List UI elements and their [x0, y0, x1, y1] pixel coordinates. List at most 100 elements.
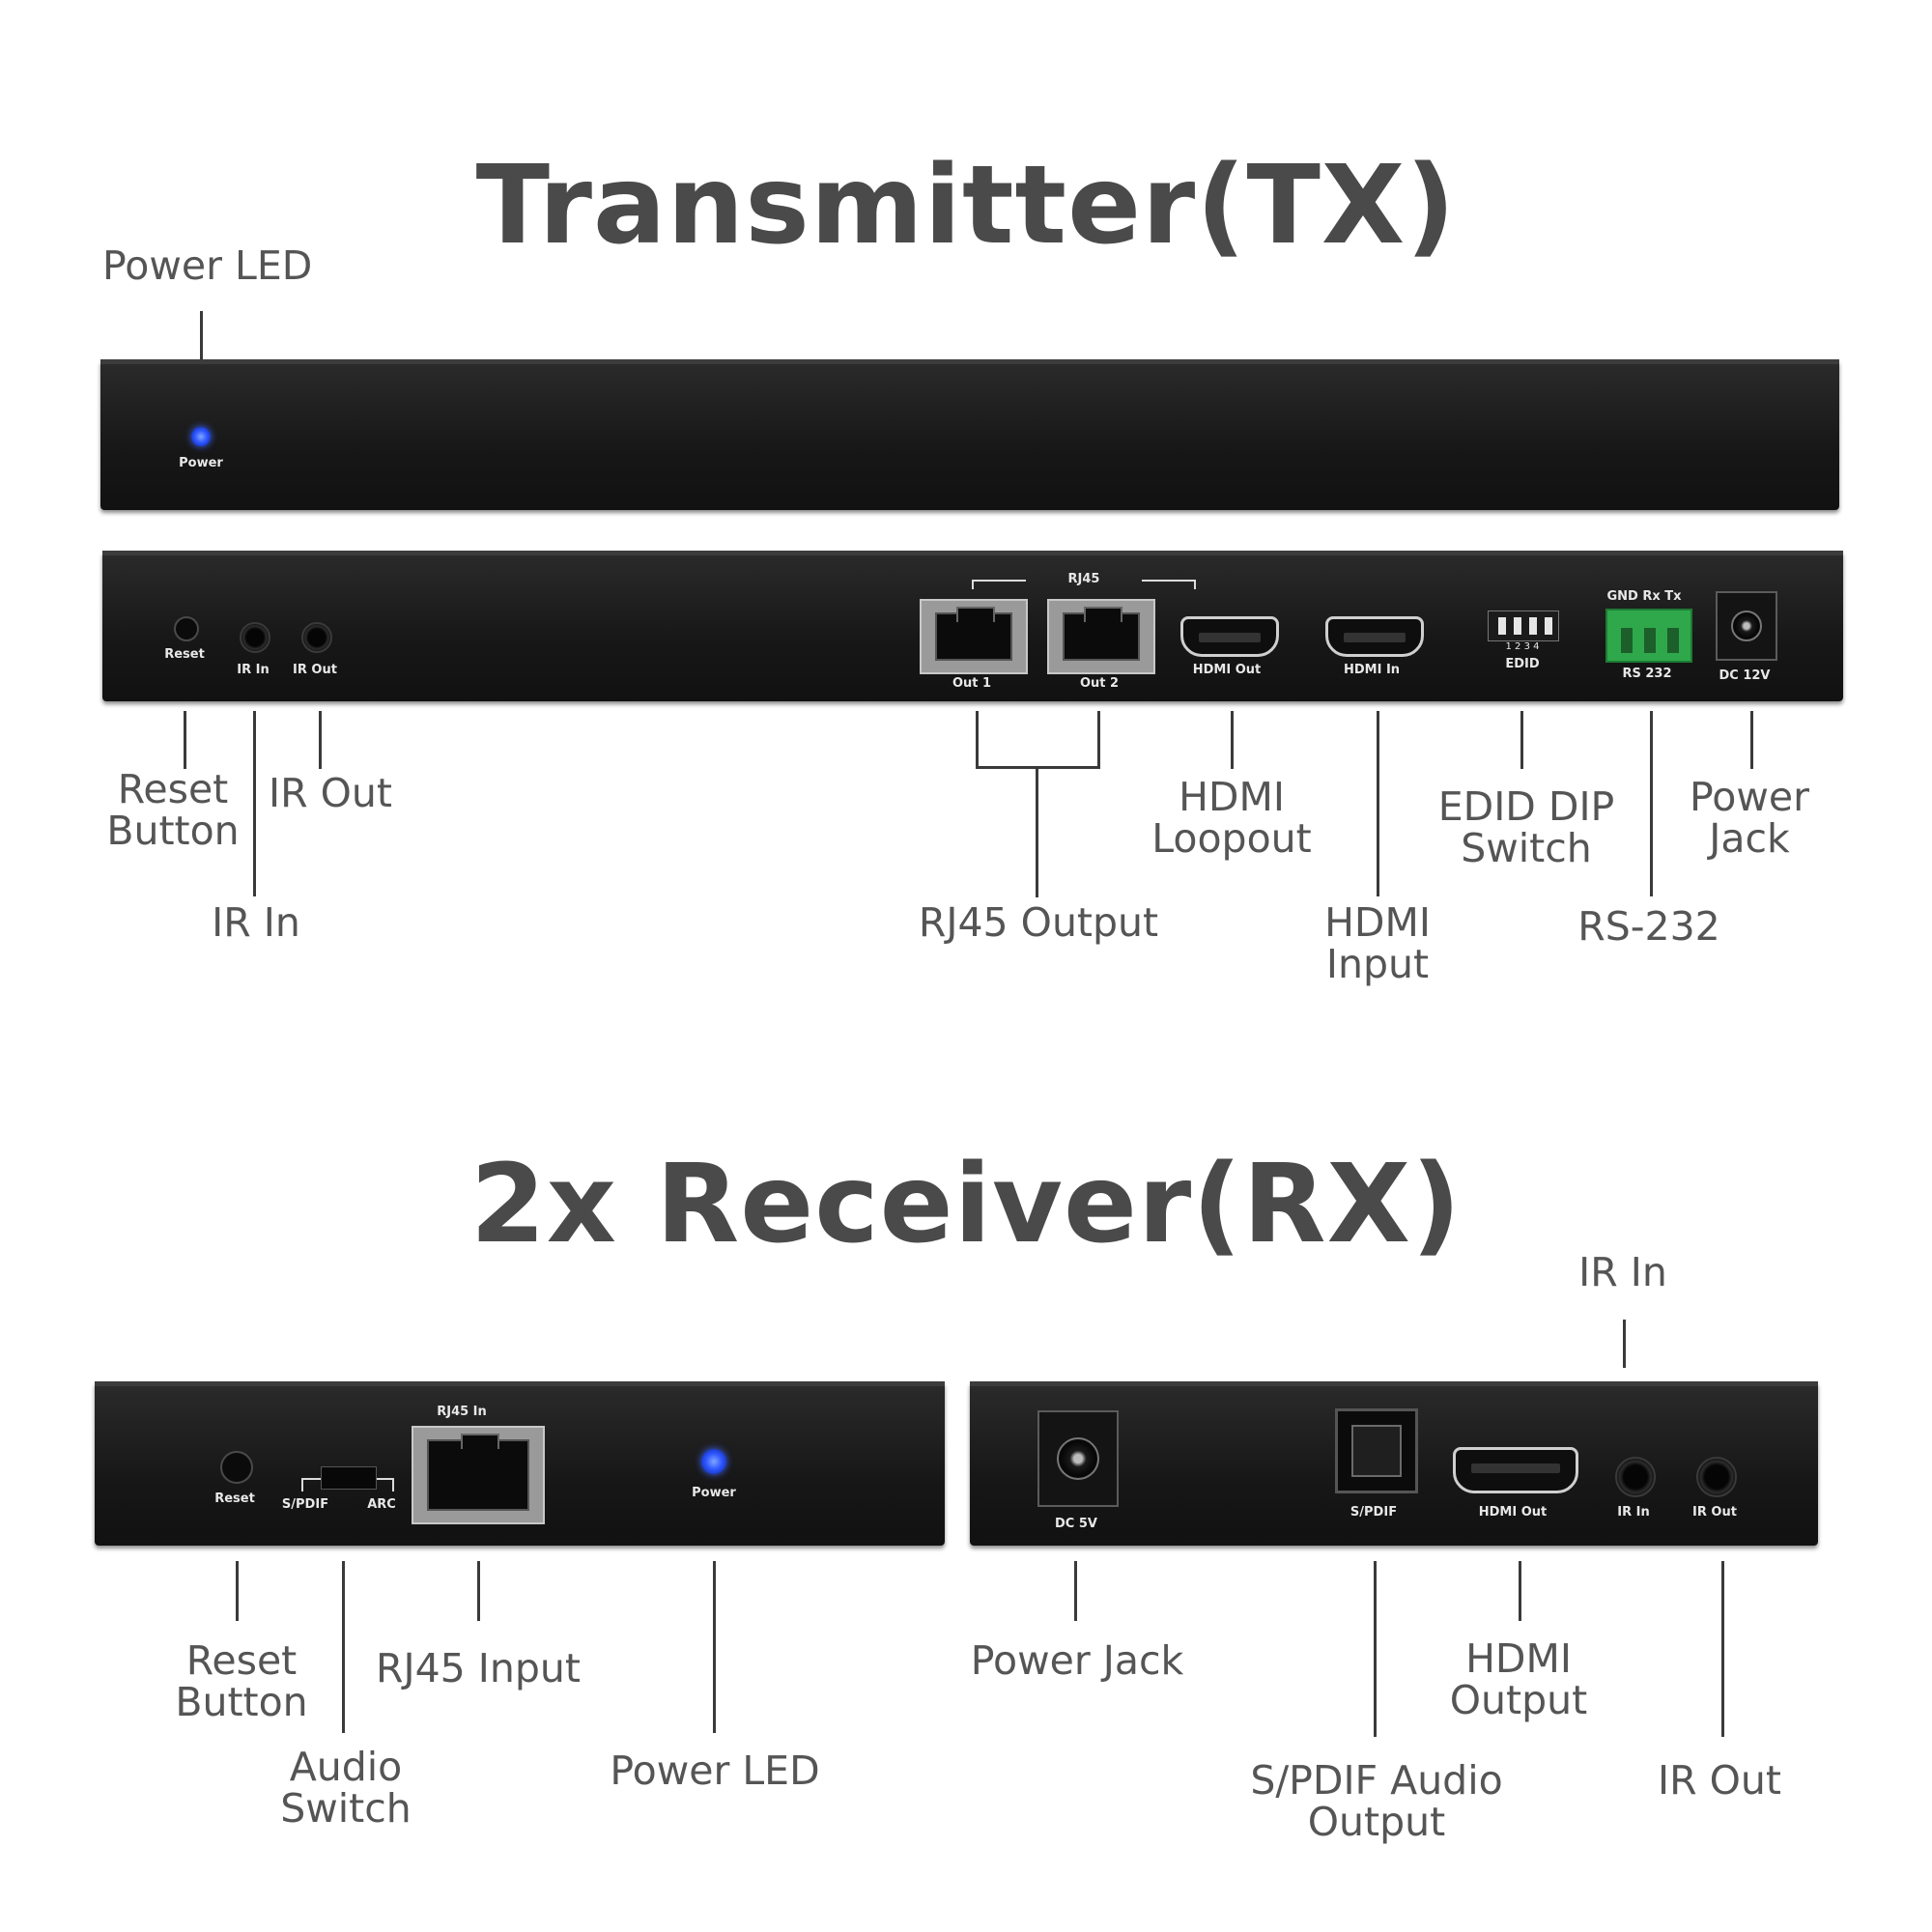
- rx-arc-label: ARC: [367, 1497, 396, 1512]
- callout-rx-hdmi-output: HDMI Output: [1430, 1638, 1607, 1721]
- panel-edge: [970, 1381, 1818, 1386]
- callout-tx-ir-out: IR Out: [269, 770, 392, 816]
- leader-line: [976, 711, 979, 769]
- rj45-out1-port-icon[interactable]: [920, 599, 1028, 674]
- callout-line: EDID DIP: [1437, 783, 1615, 830]
- spdif-optical-port-icon[interactable]: [1335, 1408, 1418, 1493]
- callout-tx-rs232: RS-232: [1577, 903, 1720, 950]
- rx-ir-out-label: IR Out: [1692, 1505, 1737, 1520]
- callout-rx-audio-switch: Audio Switch: [261, 1747, 431, 1830]
- callout-rx-power-jack: Power Jack: [970, 1637, 1184, 1684]
- tx-ir-out-label: IR Out: [293, 663, 337, 677]
- dc-power-jack-icon[interactable]: [1716, 591, 1777, 661]
- callout-line: HDMI: [1465, 1635, 1572, 1682]
- rj45-out2-port-icon[interactable]: [1047, 599, 1155, 674]
- callout-line: Switch: [1461, 825, 1592, 871]
- callout-line: Reset: [117, 766, 229, 812]
- tx-rear-panel: Reset IR In IR Out RJ45 Out 1 Out 2 HDMI…: [102, 551, 1843, 701]
- rx-front-panel: Reset S/PDIF ARC RJ45 In Power: [95, 1381, 945, 1546]
- leader-line: [184, 711, 186, 769]
- leader-line: [1623, 1320, 1626, 1368]
- callout-rx-power-led: Power LED: [610, 1747, 820, 1794]
- callout-rx-ir-in: IR In: [1578, 1249, 1667, 1295]
- callout-tx-rj45-output: RJ45 Output: [918, 899, 1159, 946]
- ir-in-jack-icon[interactable]: [240, 622, 270, 653]
- callout-line: Power: [1690, 774, 1809, 820]
- hdmi-out-port-icon[interactable]: [1180, 616, 1279, 657]
- callout-line: S/PDIF Audio: [1250, 1757, 1503, 1804]
- ir-in-jack-icon[interactable]: [1615, 1457, 1656, 1497]
- callout-rx-reset-button: Reset Button: [155, 1640, 328, 1723]
- bracket-line: [301, 1478, 303, 1492]
- callout-tx-ir-in: IR In: [212, 899, 300, 946]
- rs232-terminal-icon[interactable]: [1605, 609, 1692, 663]
- bracket-line: [1142, 580, 1196, 582]
- leader-line: [1650, 711, 1653, 896]
- tx-rs232-label: RS 232: [1622, 667, 1672, 681]
- rx-spdif-label-rear: S/PDIF: [1350, 1505, 1398, 1520]
- rx-power-label: Power: [692, 1486, 736, 1500]
- edid-dip-switch-icon[interactable]: [1488, 611, 1559, 641]
- tx-title: Transmitter(TX): [475, 143, 1457, 269]
- power-led-icon: [701, 1449, 726, 1474]
- panel-edge: [95, 1381, 945, 1386]
- reset-button-icon[interactable]: [174, 616, 199, 641]
- leader-line: [1036, 766, 1038, 897]
- rx-spdif-label: S/PDIF: [281, 1497, 329, 1512]
- callout-rx-spdif-audio-output: S/PDIF Audio Output: [1236, 1760, 1517, 1843]
- callout-rx-ir-out: IR Out: [1658, 1757, 1781, 1804]
- tx-rj45-group-label: RJ45: [1067, 572, 1100, 586]
- callout-line: Button: [106, 808, 240, 854]
- rx-ir-in-label: IR In: [1617, 1505, 1650, 1520]
- audio-switch-icon[interactable]: [321, 1466, 377, 1490]
- tx-out1-label: Out 1: [952, 676, 992, 691]
- callout-line: Audio: [289, 1744, 403, 1790]
- callout-line: Output: [1449, 1677, 1588, 1723]
- callout-rx-rj45-input: RJ45 Input: [376, 1645, 581, 1691]
- power-led-icon: [191, 427, 211, 446]
- tx-front-panel: Power: [100, 359, 1839, 510]
- leader-line: [1097, 711, 1100, 769]
- callout-line: Input: [1325, 941, 1430, 987]
- hdmi-in-port-icon[interactable]: [1325, 616, 1424, 657]
- leader-line: [1721, 1561, 1724, 1737]
- leader-line: [1074, 1561, 1077, 1621]
- reset-button-icon[interactable]: [220, 1451, 253, 1484]
- bracket-line: [392, 1478, 394, 1492]
- tx-reset-label: Reset: [164, 647, 205, 662]
- bracket-line: [1194, 580, 1196, 589]
- tx-dc-label: DC 12V: [1719, 668, 1771, 683]
- leader-line: [1374, 1561, 1377, 1737]
- dc-power-jack-icon[interactable]: [1037, 1410, 1119, 1507]
- callout-line: Loopout: [1151, 815, 1312, 862]
- hdmi-out-port-icon[interactable]: [1453, 1447, 1578, 1493]
- rx-dc-label: DC 5V: [1055, 1517, 1097, 1531]
- leader-line: [477, 1561, 480, 1621]
- callout-tx-power-jack: Power Jack: [1677, 777, 1822, 860]
- leader-line: [1750, 711, 1753, 769]
- leader-line: [319, 711, 322, 769]
- rx-hdmi-out-label: HDMI Out: [1478, 1505, 1548, 1520]
- callout-line: Jack: [1709, 815, 1790, 862]
- rx-reset-label: Reset: [214, 1492, 255, 1506]
- rj45-in-port-icon[interactable]: [412, 1426, 545, 1524]
- leader-line: [253, 711, 256, 896]
- callout-tx-hdmi-input: HDMI Input: [1300, 902, 1455, 985]
- ir-out-jack-icon[interactable]: [301, 622, 332, 653]
- panel-edge: [100, 359, 1839, 364]
- bracket-line: [972, 580, 974, 589]
- callout-tx-power-led: Power LED: [102, 242, 313, 289]
- panel-edge: [102, 551, 1843, 555]
- tx-out2-label: Out 2: [1079, 676, 1120, 691]
- tx-hdmi-in-label: HDMI In: [1343, 663, 1401, 677]
- leader-line: [1520, 711, 1523, 769]
- tx-ir-in-label: IR In: [237, 663, 270, 677]
- tx-edid-label: EDID: [1505, 657, 1540, 671]
- ir-out-jack-icon[interactable]: [1696, 1457, 1737, 1497]
- tx-front-power-label: Power: [179, 456, 223, 470]
- bracket-line: [301, 1478, 321, 1480]
- callout-tx-reset-button: Reset Button: [100, 769, 245, 852]
- rx-rear-panel: DC 5V S/PDIF HDMI Out IR In IR Out: [970, 1381, 1818, 1546]
- rx-title: 2x Receiver(RX): [469, 1142, 1463, 1267]
- callout-line: Reset: [185, 1637, 298, 1684]
